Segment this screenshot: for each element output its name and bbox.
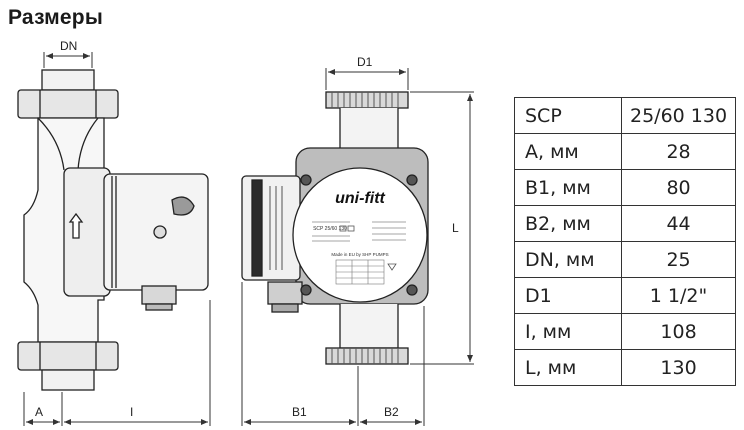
spec-table: SCP 25/60 130 A, мм 28 B1, мм 80 B2, мм … <box>514 97 737 386</box>
a-i-dimension <box>23 300 211 426</box>
spec-value: 80 <box>620 169 737 206</box>
spec-key: I, мм <box>514 313 622 350</box>
spec-plate-lines <box>312 221 406 242</box>
spec-key: DN, мм <box>514 241 622 278</box>
face-data-table <box>335 259 385 285</box>
made-in-text: Made in EU by SHP PUMPS <box>331 252 388 257</box>
spec-value: 1 1/2" <box>620 277 737 314</box>
spec-key: L, мм <box>514 349 622 386</box>
table-row: B2, мм 44 <box>514 205 737 242</box>
d1-label: D1 <box>357 55 373 69</box>
spec-value: 25/60 130 <box>620 97 737 134</box>
b2-label: B2 <box>384 405 399 419</box>
brand-logo-text: uni-fitt <box>335 190 385 207</box>
spec-key: D1 <box>514 277 622 314</box>
spec-key: B1, мм <box>514 169 622 206</box>
spec-key: A, мм <box>514 133 622 170</box>
l-dimension <box>410 91 474 365</box>
i-label: I <box>130 405 133 419</box>
table-row: B1, мм 80 <box>514 169 737 206</box>
spec-value: 28 <box>620 133 737 170</box>
spec-value: 108 <box>620 313 737 350</box>
b1-b2-dimension <box>241 282 425 426</box>
page-title: Размеры <box>8 6 103 29</box>
pump-side-view <box>17 69 209 391</box>
dn-dimension <box>43 52 93 68</box>
table-row: L, мм 130 <box>514 349 737 386</box>
spec-value: 25 <box>620 241 737 278</box>
table-row: I, мм 108 <box>514 313 737 350</box>
l-label: L <box>452 221 459 235</box>
table-row: D1 1 1/2" <box>514 277 737 314</box>
table-row: SCP 25/60 130 <box>514 97 737 134</box>
table-row: A, мм 28 <box>514 133 737 170</box>
spec-key: SCP <box>514 97 622 134</box>
pump-front-view <box>241 91 429 365</box>
table-row: DN, мм 25 <box>514 241 737 278</box>
a-label: A <box>35 405 43 419</box>
spec-value: 130 <box>620 349 737 386</box>
d1-dimension <box>325 68 409 90</box>
dn-label: DN <box>60 39 77 53</box>
certification-marks <box>339 225 397 271</box>
spec-value: 44 <box>620 205 737 242</box>
spec-key: B2, мм <box>514 205 622 242</box>
b1-label: B1 <box>292 405 307 419</box>
model-text: SCP 25/60 130 <box>313 226 347 232</box>
